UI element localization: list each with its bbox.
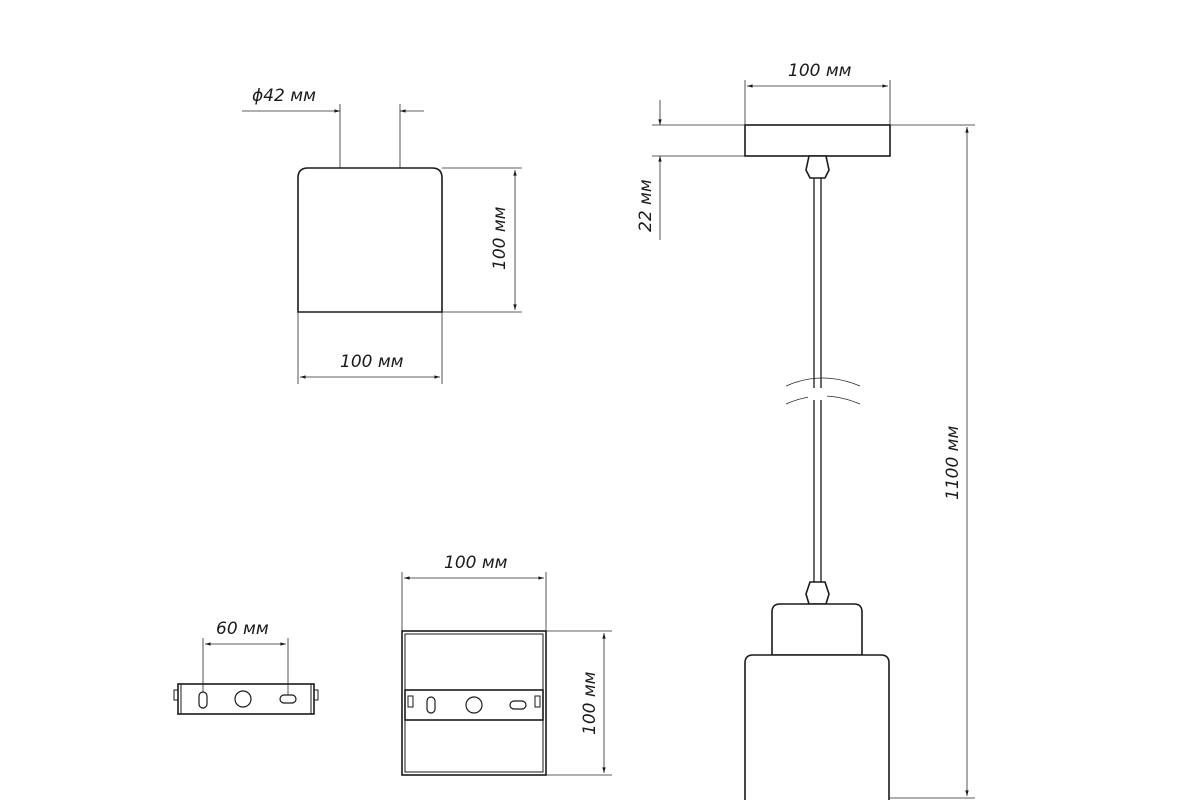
shade [744,654,890,800]
bracket-tab [407,695,414,708]
canopy-width-label: 100 мм [788,61,852,81]
socket [771,603,863,656]
canopy-bottom-width-label: 100 мм [444,553,508,573]
canopy-height-label: 22 мм [636,179,656,232]
shade-outline [297,167,443,313]
bracket-plate [404,689,544,721]
break-line [785,377,861,387]
mounting-bracket-view: 60 мм [173,619,319,715]
pendant-side-view: 100 мм 22 мм 1100 мм [636,61,975,800]
canopy [744,124,891,157]
mounting-slot [426,696,436,714]
shade-diameter-label: ϕ42 мм [252,86,316,106]
bracket-tab [313,689,319,701]
hole-spacing-label: 60 мм [216,619,269,639]
cord-grip-top [805,155,830,179]
bracket-tab [534,695,541,708]
canopy-bottom-view: 100 мм 100 мм [401,553,612,776]
bracket-tab [173,689,179,701]
cord-grip-bottom [805,581,830,605]
total-height-label: 1100 мм [943,426,963,500]
mounting-slot [509,700,527,710]
shade-width-label: 100 мм [340,352,404,372]
center-hole [465,696,483,714]
shade-front-view: ϕ42 мм 100 мм 100 мм [242,86,522,384]
center-hole [234,690,252,708]
bracket-plate [177,683,315,715]
shade-height-label: 100 мм [490,206,510,270]
canopy-bottom-height-label: 100 мм [580,671,600,735]
